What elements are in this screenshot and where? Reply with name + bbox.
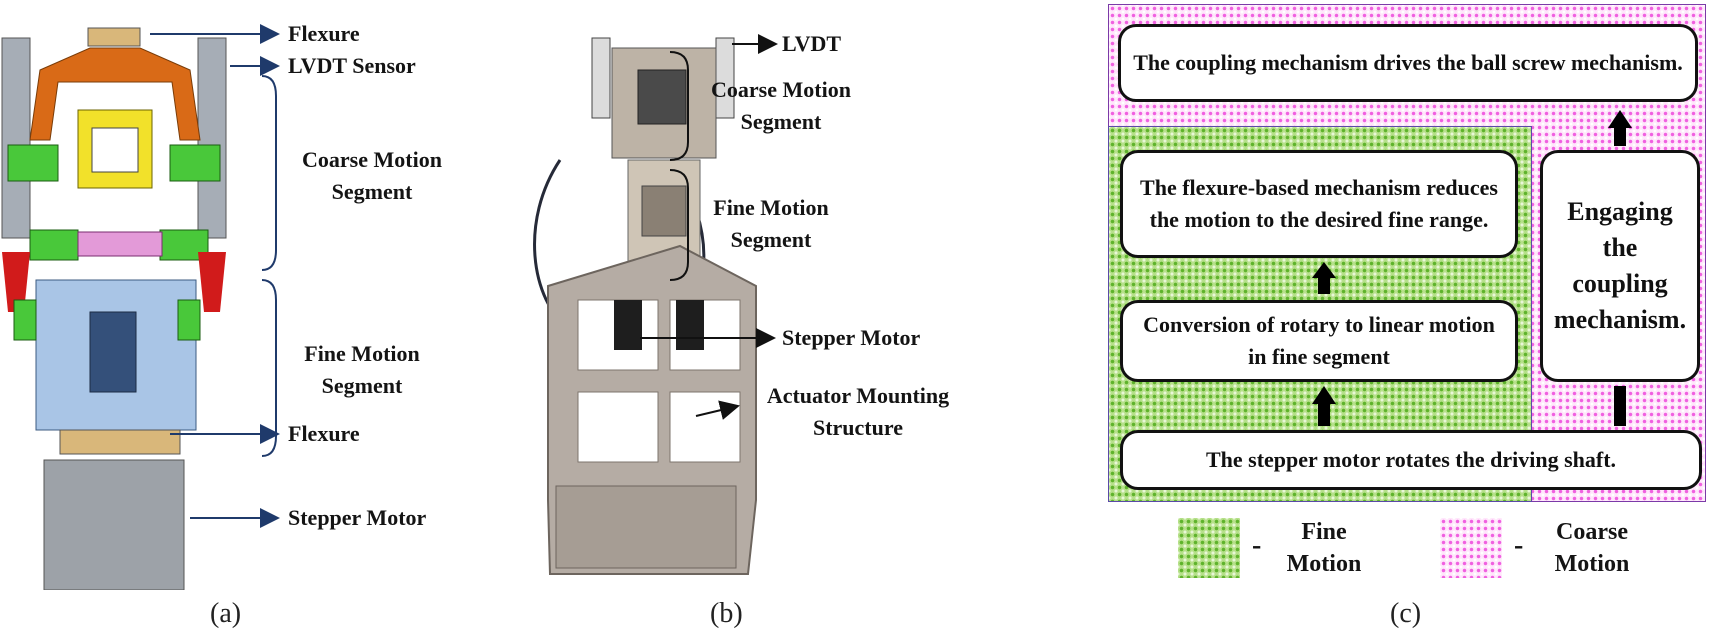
label-flexure-bottom: Flexure bbox=[288, 421, 360, 446]
label-lvdt: LVDT bbox=[782, 31, 842, 56]
actuator-cad-drawing bbox=[1, 27, 227, 590]
label-lvdt-sensor: LVDT Sensor bbox=[288, 53, 416, 78]
box-flexure-reduces-motion: The flexure-based mechanism reduces the … bbox=[1120, 150, 1518, 258]
label-coarse-motion-segment: Coarse Motion Segment bbox=[302, 147, 442, 204]
box-conversion-rotary-linear: Conversion of rotary to linear motion in… bbox=[1120, 300, 1518, 382]
legend-fine-swatch bbox=[1178, 518, 1240, 578]
panel-c: The coupling mechanism drives the ball s… bbox=[1100, 0, 1716, 640]
box-coupling-drives-ball-screw: The coupling mechanism drives the ball s… bbox=[1118, 24, 1698, 102]
up-arrow-icon bbox=[1312, 262, 1336, 294]
label-coarse-motion-segment-b: Coarse Motion Segment bbox=[711, 77, 851, 134]
coarse-arrow-shaft bbox=[1614, 386, 1626, 426]
up-arrow-icon bbox=[1608, 110, 1632, 146]
box-engaging-coupling: Engaging the coupling mechanism. bbox=[1540, 150, 1700, 382]
panel-b-leaders bbox=[640, 34, 778, 420]
box-stepper-rotates-shaft: The stepper motor rotates the driving sh… bbox=[1120, 430, 1702, 490]
legend-coarse-label: Coarse Motion bbox=[1554, 519, 1630, 577]
caption-b: (b) bbox=[710, 598, 743, 629]
label-actuator-mounting-structure: Actuator Mounting Structure bbox=[766, 383, 950, 440]
label-flexure-top: Flexure bbox=[288, 21, 360, 46]
legend-coarse-dash: - bbox=[1514, 530, 1524, 561]
panel-a-leaders bbox=[150, 24, 280, 528]
up-arrow-icon bbox=[1312, 386, 1336, 426]
legend-coarse-swatch bbox=[1440, 518, 1502, 578]
legend-fine-dash: - bbox=[1252, 530, 1262, 561]
panel-a: Flexure LVDT Sensor Coarse Motion Segmen… bbox=[0, 0, 560, 640]
caption-c: (c) bbox=[1390, 598, 1422, 629]
label-fine-motion-segment-b: Fine Motion Segment bbox=[713, 195, 829, 252]
legend-fine-label: Fine Motion bbox=[1286, 519, 1362, 577]
panel-b: LVDT Coarse Motion Segment Fine Motion S… bbox=[520, 0, 1060, 640]
label-stepper-motor-b: Stepper Motor bbox=[782, 325, 921, 350]
actuator-photo bbox=[533, 37, 757, 575]
label-fine-motion-segment: Fine Motion Segment bbox=[304, 341, 420, 398]
panel-c-arrows bbox=[1312, 110, 1632, 426]
caption-a: (a) bbox=[210, 598, 242, 629]
label-stepper-motor-a: Stepper Motor bbox=[288, 505, 427, 530]
